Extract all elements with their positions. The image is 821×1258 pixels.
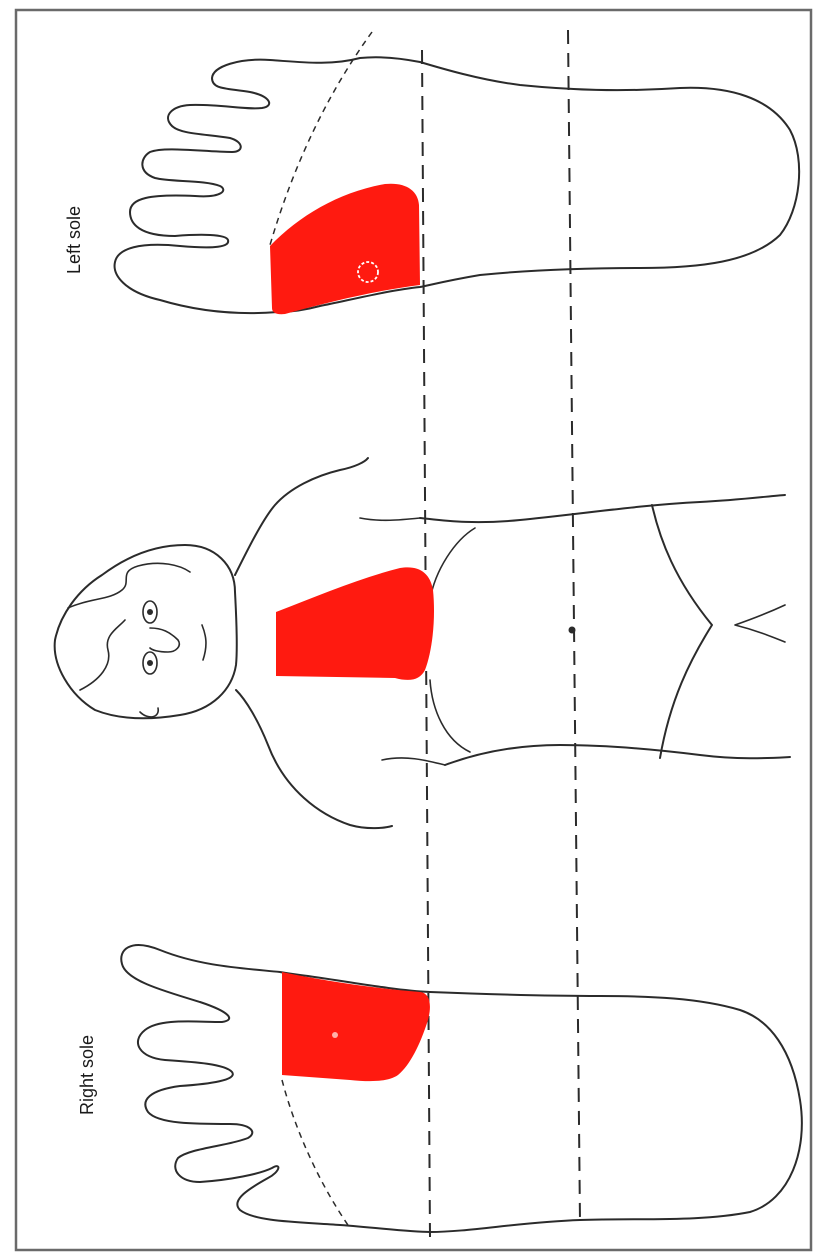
torso-lower-side xyxy=(445,745,790,765)
torso-upper-side xyxy=(420,495,785,522)
left-sole-outline xyxy=(115,57,800,313)
right-sole-toe-line xyxy=(282,1080,350,1228)
mouth xyxy=(202,625,206,660)
right-sole-outline xyxy=(121,945,802,1232)
label-right-sole-group: Right sole xyxy=(77,1035,97,1115)
right-sole-marker xyxy=(332,1032,338,1038)
reference-line-lower xyxy=(568,30,580,1222)
ribcage-upper xyxy=(430,528,475,600)
body-figure xyxy=(55,458,790,828)
body-reflex-zone xyxy=(276,567,434,680)
neck-shoulder-upper xyxy=(235,458,368,575)
neck-shoulder-lower xyxy=(236,690,392,828)
hair-part xyxy=(80,620,125,690)
navel xyxy=(569,627,576,634)
ear-lower xyxy=(140,708,158,717)
label-left-sole-group: Left sole xyxy=(64,206,84,274)
right-sole-reflex-zone xyxy=(282,972,430,1081)
nose xyxy=(150,628,179,652)
arm-upper-inner xyxy=(360,518,420,520)
label-right-sole: Right sole xyxy=(77,1035,97,1115)
head-outline xyxy=(55,545,237,718)
left-sole-reflex-zone xyxy=(270,184,420,314)
left-sole xyxy=(115,32,800,314)
pupil-lower xyxy=(147,660,153,666)
groin-v xyxy=(735,605,785,642)
right-sole xyxy=(121,945,802,1232)
label-left-sole: Left sole xyxy=(64,206,84,274)
hip-line xyxy=(652,505,712,758)
ribcage-lower xyxy=(430,680,470,752)
pupil-upper xyxy=(147,609,153,615)
arm-lower-inner xyxy=(382,758,445,765)
